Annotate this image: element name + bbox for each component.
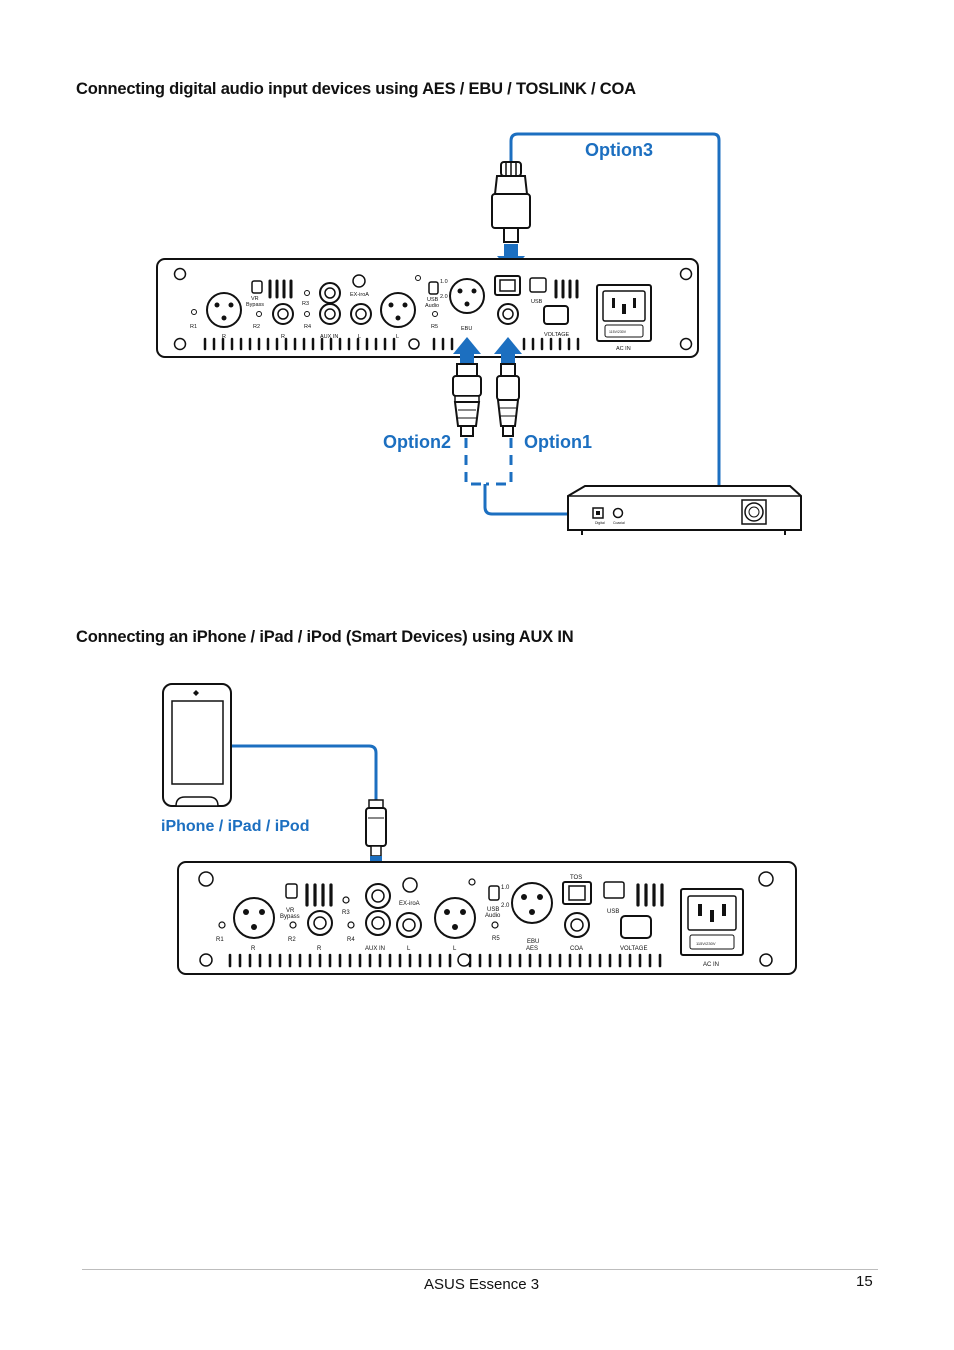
- label-bypass: Bypass: [280, 914, 300, 920]
- label-l-rca: L: [358, 334, 361, 340]
- option3-label: Option3: [585, 140, 653, 160]
- label-v10: 1.0: [440, 279, 448, 285]
- label-r2: R2: [288, 937, 296, 943]
- label-exiroa: EX-iroA: [350, 292, 369, 298]
- label-r5: R5: [431, 324, 438, 330]
- option1-cable: [483, 484, 572, 516]
- label-vr: VR: [251, 296, 259, 302]
- smart-device: [162, 683, 232, 807]
- aux-cable: [231, 744, 378, 800]
- label-ebu: EBU: [527, 939, 539, 945]
- digital-input-diagram: R1 VR Bypass R R2 R R3 R4 AUX IN L EX-ir…: [156, 132, 802, 535]
- optical-plug-top: [491, 161, 531, 243]
- footer-title: ASUS Essence 3: [424, 1276, 540, 1293]
- label-l-xlr: L: [396, 334, 399, 340]
- label-tos: TOS: [570, 875, 582, 881]
- label-r4: R4: [304, 324, 311, 330]
- label-r-rca: R: [317, 946, 322, 952]
- bottom-vents-bottom: [228, 953, 662, 968]
- label-r3: R3: [302, 301, 309, 307]
- label-r4: R4: [347, 937, 355, 943]
- option1-dashed: [486, 438, 513, 486]
- label-ac-in: AC IN: [616, 346, 631, 352]
- xlr-plug: [452, 363, 482, 437]
- label-aes: AES: [526, 946, 538, 952]
- label-r-xlr: R: [251, 946, 256, 952]
- aux-in-diagram: iPhone / iPad / iPod: [161, 683, 797, 975]
- label-usb-audio-1: USB: [427, 297, 439, 303]
- section1-heading: Connecting digital audio input devices u…: [76, 80, 636, 98]
- label-r5: R5: [492, 936, 500, 942]
- label-r-rca: R: [281, 334, 285, 340]
- label-usb-audio-2: Audio: [485, 913, 501, 919]
- label-usb: USB: [607, 909, 619, 915]
- essence3-rear-panel-top: R1 VR Bypass R R2 R R3 R4 AUX IN L EX-ir…: [156, 258, 699, 358]
- label-usb: USB: [531, 299, 543, 305]
- label-l-rca: L: [407, 946, 411, 952]
- label-r-xlr: R: [222, 334, 226, 340]
- label-fuse: 115V/230V: [609, 330, 627, 334]
- label-vr: VR: [286, 908, 295, 914]
- blue-up-arrow-icon: [453, 337, 522, 364]
- digital-source-device: Digital Coaxial: [567, 485, 802, 535]
- label-bypass: Bypass: [246, 302, 264, 308]
- label-aux-in: AUX IN: [320, 334, 338, 340]
- label-coa: COA: [570, 946, 583, 952]
- mini-jack-plug: [365, 799, 387, 857]
- footer-rule: [82, 1269, 878, 1270]
- label-v20: 2.0: [501, 903, 510, 909]
- label-v10: 1.0: [501, 885, 510, 891]
- option2-dashed: [464, 438, 486, 486]
- label-l-xlr: L: [453, 946, 457, 952]
- device-label: iPhone / iPad / iPod: [161, 818, 309, 835]
- label-ebu: EBU: [461, 326, 472, 332]
- label-v20: 2.0: [440, 294, 448, 300]
- option2-label: Option2: [383, 432, 451, 452]
- label-coaxial: Coaxial: [613, 521, 625, 525]
- label-ac-in: AC IN: [703, 962, 719, 968]
- bottom-vents-top: [203, 337, 580, 351]
- option3-cable: [509, 132, 721, 488]
- label-aux-in: AUX IN: [365, 946, 385, 952]
- section2-heading: Connecting an iPhone / iPad / iPod (Smar…: [76, 628, 574, 646]
- label-usb-audio-1: USB: [487, 907, 499, 913]
- page-number: 15: [856, 1273, 873, 1290]
- label-voltage: VOLTAGE: [544, 332, 569, 338]
- option1-label: Option1: [524, 432, 592, 452]
- label-r3: R3: [342, 910, 350, 916]
- label-usb-audio-2: Audio: [425, 303, 439, 309]
- rca-plug: [496, 363, 520, 437]
- label-voltage: VOLTAGE: [620, 946, 647, 952]
- essence3-rear-panel-bottom: R1 VR Bypass R R2 R R3 R4 AUX IN L EX-ir…: [177, 861, 797, 975]
- label-r1: R1: [216, 937, 224, 943]
- label-exiroa: EX-iroA: [399, 901, 420, 907]
- label-digital: Digital: [595, 521, 605, 525]
- label-fuse: 115V/230V: [696, 941, 716, 946]
- label-r2: R2: [253, 324, 260, 330]
- label-r1: R1: [190, 324, 197, 330]
